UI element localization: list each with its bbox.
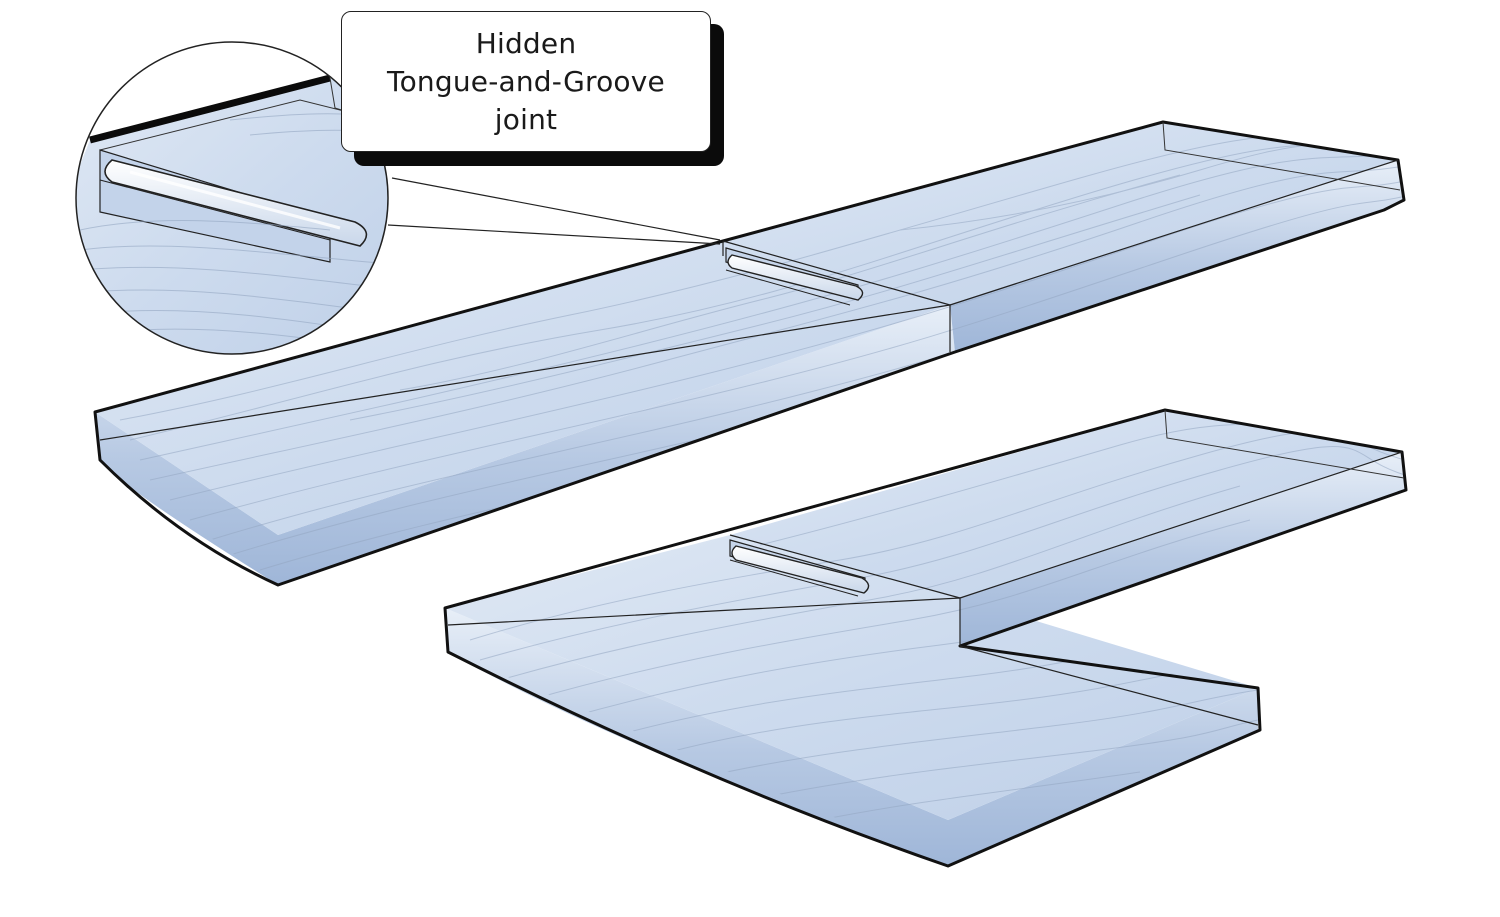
callout-box: Hidden Tongue-and-Groove joint <box>341 11 711 152</box>
lower-left-board-top <box>445 535 1258 820</box>
upper-tongue <box>725 247 864 306</box>
lower-tongue <box>729 539 870 597</box>
upper-left-board-front <box>95 305 955 585</box>
callout-line-1: Hidden <box>475 26 577 60</box>
upper-board-assembly <box>93 120 1406 587</box>
lower-board-assembly <box>443 408 1408 868</box>
lower-right-board-front <box>960 452 1406 646</box>
upper-left-board-top <box>95 241 950 535</box>
magnifier-circle <box>75 41 721 355</box>
callout-line-2: Tongue-and-Groove <box>387 64 665 98</box>
lower-left-board-front <box>445 608 1258 866</box>
lower-right-board-top <box>730 410 1402 598</box>
callout-line-3: joint <box>494 102 558 136</box>
upper-right-board-top <box>723 122 1398 305</box>
callout-leader <box>387 177 721 245</box>
